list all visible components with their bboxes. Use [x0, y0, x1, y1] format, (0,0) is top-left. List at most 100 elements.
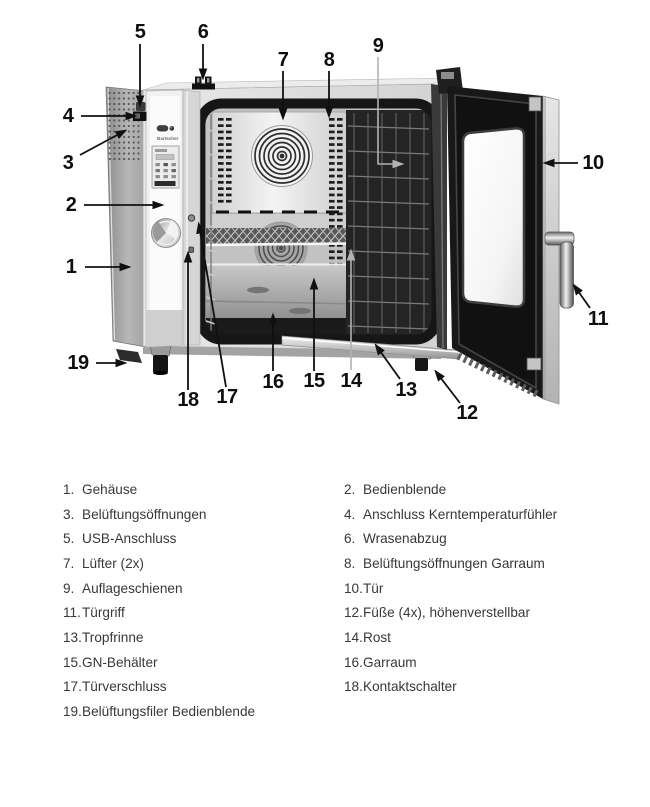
chamber-vent-column-left	[218, 118, 232, 203]
callout-9: 9	[372, 35, 384, 57]
contact-switch-pin	[188, 246, 194, 253]
legend-item-label: Bedienblende	[363, 481, 447, 497]
leader-9	[377, 57, 405, 169]
door-latch-pin	[187, 214, 196, 222]
fan-top-icon	[251, 125, 313, 187]
door-fitting-bottom	[526, 357, 542, 371]
control-panel: Bartscher	[145, 89, 184, 348]
callout-7: 7	[277, 49, 289, 71]
callout-17: 17	[216, 386, 238, 408]
callout-8: 8	[323, 49, 335, 71]
legend-item-number: 1.	[63, 481, 75, 497]
legend-item-label: Belüftungsöffnungen	[82, 506, 207, 522]
legend-item-label: Belüftungsöffnungen Garraum	[363, 555, 545, 571]
housing-side-panel	[105, 86, 147, 348]
legend-item-number: 16.	[344, 654, 363, 670]
callout-10: 10	[582, 152, 604, 174]
legend-item-number: 3.	[63, 506, 75, 522]
gn-container	[206, 263, 358, 320]
callout-14: 14	[340, 370, 362, 392]
legend-item: 4. Anschluss Kerntemperaturfühler	[344, 502, 557, 527]
legend-item-number: 13.	[63, 629, 82, 645]
legend-item-label: Kontaktschalter	[363, 679, 457, 695]
legend-item-label: Belüftungsfiler Bedienblende	[82, 704, 256, 720]
legend-item-number: 19.	[63, 704, 82, 720]
legend-item: 8. Belüftungsöffnungen Garraum	[344, 551, 557, 576]
leader-17	[196, 221, 227, 388]
legend-item-number: 17.	[63, 679, 82, 695]
legend-item: 10.Tür	[344, 576, 557, 601]
door-vent-slots	[456, 352, 539, 398]
door-glass	[461, 127, 526, 308]
legend-item: 16.Garraum	[344, 650, 557, 675]
legend-item: 14.Rost	[344, 625, 557, 650]
callout-1: 1	[65, 256, 77, 278]
legend-item-label: Auflageschienen	[82, 580, 183, 596]
legend-item-label: Rost	[363, 629, 391, 645]
legend-item-label: Lüfter (2x)	[82, 555, 144, 571]
power-indicator-icon	[156, 125, 175, 132]
legend-item-label: Türverschluss	[82, 679, 167, 695]
callout-5: 5	[134, 21, 146, 43]
door-fitting-top	[528, 96, 542, 112]
door-handle-icon	[544, 231, 575, 309]
core-probe-connector	[133, 111, 147, 121]
legend-item-number: 2.	[344, 481, 356, 497]
rost-front-rod	[206, 242, 355, 247]
rack-rails-zone	[346, 110, 432, 335]
legend-item-label: USB-Anschluss	[82, 531, 177, 547]
foot-left	[149, 343, 172, 375]
legend-item: 1.Gehäuse	[63, 477, 344, 502]
callout-12: 12	[456, 402, 478, 424]
legend-item-label: Füße (4x), höhenverstellbar	[363, 605, 530, 621]
legend-item-number: 10.	[344, 580, 363, 596]
ventilation-openings-icon	[108, 91, 140, 161]
oven-illustration: Bartscher	[79, 44, 591, 405]
legend-item-number: 4.	[344, 506, 356, 522]
legend-item-label: GN-Behälter	[82, 654, 158, 670]
legend-item: 6.Wrasenabzug	[344, 526, 557, 551]
legend-item: 9.Auflageschienen	[63, 576, 344, 601]
callout-3: 3	[62, 152, 74, 174]
control-knob	[151, 218, 181, 248]
callout-19: 19	[67, 352, 89, 374]
legend-item-number: 15.	[63, 654, 82, 670]
legend-item-label: Wrasenabzug	[363, 531, 447, 547]
cooking-chamber	[206, 108, 432, 335]
usb-port	[136, 102, 146, 111]
leader-lines	[79, 44, 591, 404]
door-outer-panel	[542, 95, 560, 405]
legend-item-label: Tropfrinne	[82, 629, 144, 645]
legend-item-number: 5.	[63, 531, 75, 547]
legend: 1.Gehäuse 3. Belüftungsöffnungen 5. USB-Ansc…	[63, 477, 557, 724]
legend-item: 2. Bedienblende	[344, 477, 557, 502]
leader-12	[434, 369, 461, 404]
legend-item: 19.Belüftungsfiler Bedienblende	[63, 699, 344, 724]
legend-item-number: 18.	[344, 679, 363, 695]
steam-vent	[192, 76, 215, 90]
callout-11: 11	[587, 308, 609, 330]
legend-item: 13.Tropfrinne	[63, 625, 344, 650]
oven-parts-diagram: Bartscher	[62, 21, 609, 424]
rack-rails-right	[347, 113, 430, 333]
legend-item-number: 14.	[344, 629, 363, 645]
legend-item: 5. USB-Anschluss	[63, 526, 344, 551]
oven-door	[447, 86, 575, 405]
leader-11	[572, 283, 591, 309]
display-module	[151, 145, 180, 189]
legend-item-label: Anschluss Kerntemperaturfühler	[363, 506, 558, 522]
callout-13: 13	[395, 379, 417, 401]
legend-item: 11.Türgriff	[63, 600, 344, 625]
legend-item: 12.Füße (4x), höhenverstellbar	[344, 600, 557, 625]
legend-item-number: 8.	[344, 555, 356, 571]
legend-item: 18.Kontaktschalter	[344, 675, 557, 700]
callout-18: 18	[177, 389, 199, 411]
leader-13	[374, 343, 401, 380]
callout-2: 2	[65, 194, 77, 216]
leader-3	[79, 129, 128, 156]
legend-item-number: 11.	[63, 605, 81, 621]
legend-item: 17.Türverschluss	[63, 675, 344, 700]
door-hinge-column	[431, 67, 463, 350]
callout-4: 4	[62, 105, 74, 127]
